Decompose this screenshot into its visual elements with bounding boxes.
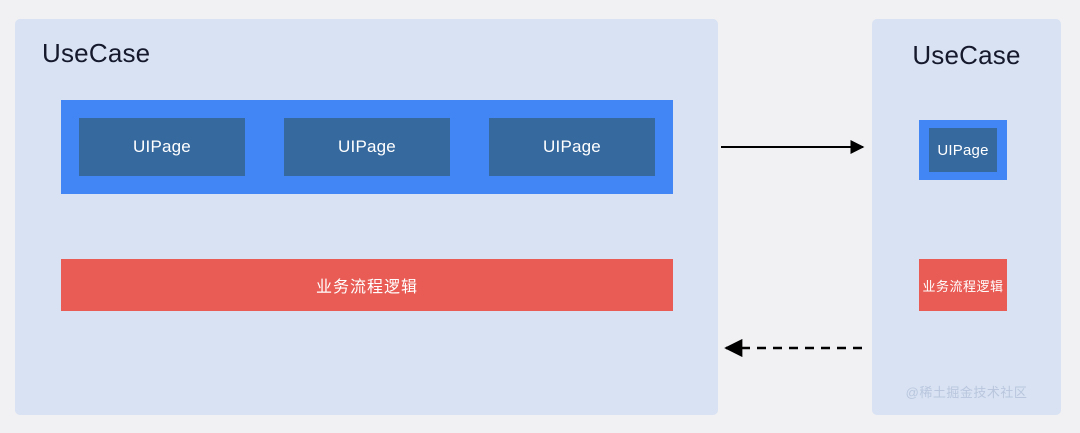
uipage-box[interactable]: UIPage [284, 118, 450, 176]
uipage-container-right: UIPage [919, 120, 1007, 180]
page-title: UseCase [42, 38, 151, 68]
usecase-panel-left: UseCase UIPage UIPage UIPage 业务流程逻辑 [15, 19, 718, 415]
uipage-container-left: UIPage UIPage UIPage [61, 100, 673, 194]
business-logic-bar[interactable]: 业务流程逻辑 [919, 259, 1007, 311]
usecase-panel-right: UseCase UIPage 业务流程逻辑 @稀土掘金技术社区 [872, 19, 1061, 415]
uipage-box[interactable]: UIPage [929, 128, 997, 172]
watermark-text: @稀土掘金技术社区 [905, 385, 1028, 400]
uipage-box[interactable]: UIPage [489, 118, 655, 176]
page-title: UseCase [912, 40, 1021, 70]
uipage-box[interactable]: UIPage [79, 118, 245, 176]
business-logic-bar[interactable]: 业务流程逻辑 [61, 259, 673, 311]
